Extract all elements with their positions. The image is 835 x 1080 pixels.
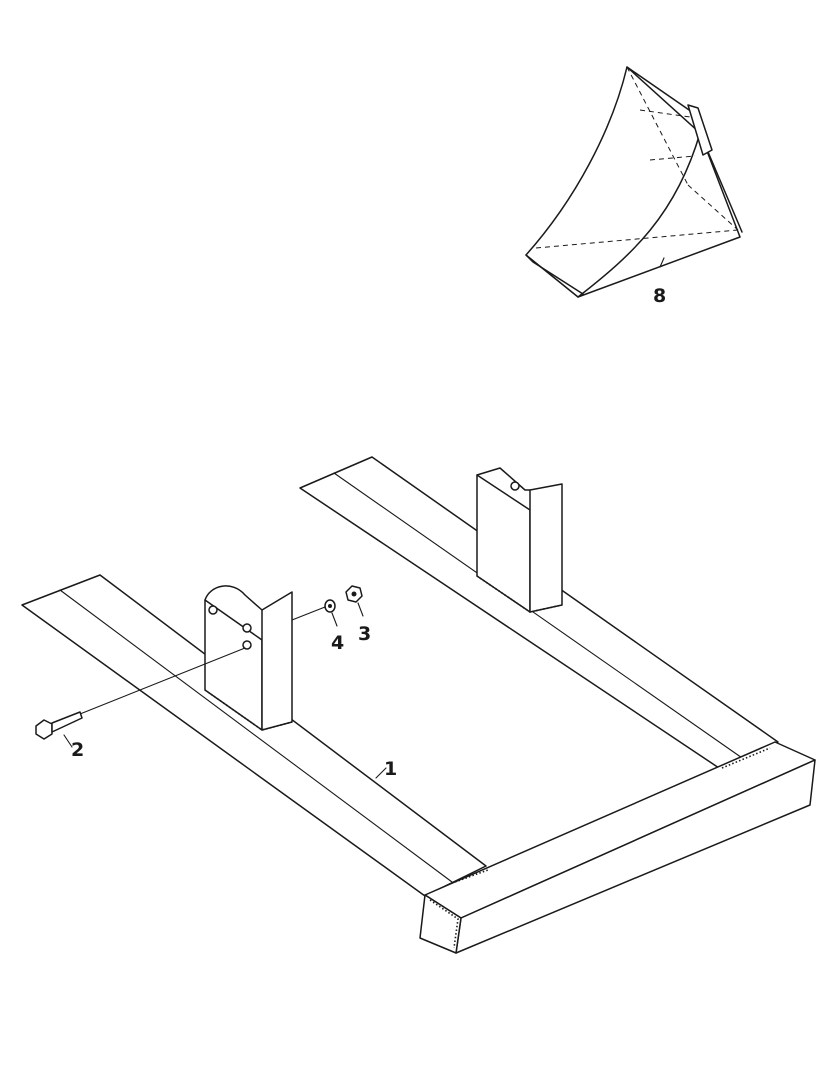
frame-part: 1 [21,456,816,954]
bolt-leader-line [63,734,73,748]
callout-3: 3 [358,623,371,645]
scoop-hidden-edge-base [535,229,739,249]
scoop-hidden-pin-lower [649,155,696,161]
washer-leader-line [331,612,338,627]
bolt-shank [51,711,83,733]
cross-beam-end [419,894,462,954]
back-bracket-side [529,483,563,613]
scoop-leader-line [659,257,665,268]
callout-8: 8 [653,285,666,307]
frame-rail-front [21,574,487,897]
back-bracket-top [476,467,531,491]
scoop-lip [525,254,584,295]
back-rail-weld [721,747,771,769]
front-bracket-hole-a [208,605,218,615]
frame-rail-back-edge [333,472,746,761]
bolt-assembly-axis [79,647,246,715]
callout-2: 2 [71,739,84,761]
scoop-back-edge [577,66,741,298]
back-bracket-hole [510,481,520,491]
front-bracket-hole-c [242,640,252,650]
front-bracket-weld [204,689,293,731]
callout-4: 4 [331,632,344,654]
frame-rail-back [299,456,779,771]
frame-rail-front-edge [59,589,453,883]
front-bracket-side [261,591,293,731]
frame-leader-line [375,767,387,779]
nut-leader-line [357,602,364,617]
scoop-hidden-edge-back [626,66,689,186]
scoop-curved-face [525,66,701,298]
washer-assembly-axis [291,606,326,621]
bolt-part: 2 [35,647,246,761]
scoop-part: 8 [525,66,743,307]
callout-1: 1 [384,758,397,780]
washer-part: 4 [291,599,344,654]
front-bracket-top [204,585,263,611]
cross-beam-end-weld [429,899,459,949]
washer-hole [328,604,332,608]
cross-beam-side [455,759,816,954]
scoop-mount-tab [687,104,713,156]
nut-part: 3 [345,585,371,645]
bolt-head [35,719,53,740]
back-bracket-weld [476,575,563,613]
nut-hole [351,591,357,597]
front-bracket-hole-b [242,623,252,633]
cross-beam-top [424,741,816,919]
scoop-hidden-edge-corner [687,184,739,231]
